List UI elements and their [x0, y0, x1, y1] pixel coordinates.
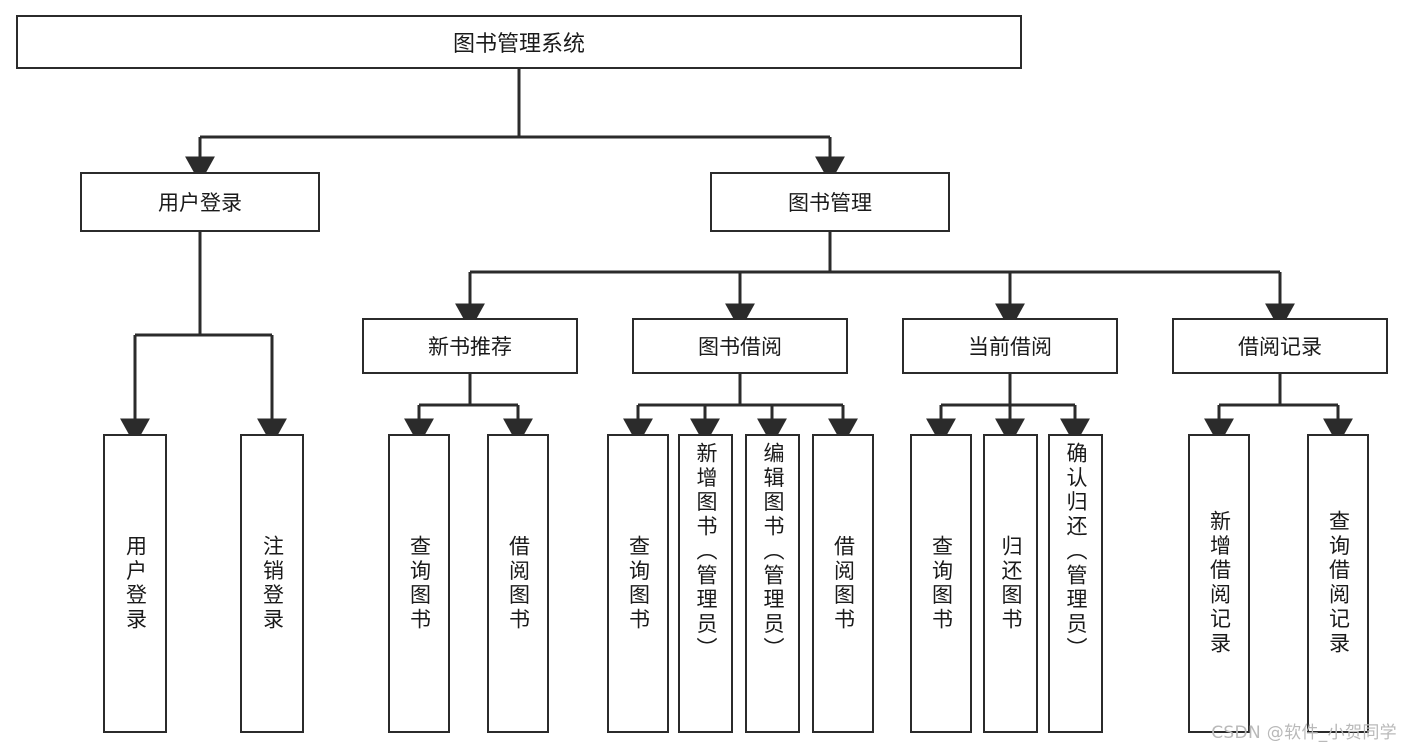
node-label: 新增借阅记录: [1207, 510, 1232, 657]
leaf-user-login[interactable]: 用户登录: [103, 434, 167, 733]
leaf-borrow-book-recommend[interactable]: 借阅图书: [487, 434, 549, 733]
node-label: 新增图书（管理员）: [694, 442, 718, 662]
node-label: 借阅图书: [831, 534, 856, 633]
node-label: 归还图书: [999, 534, 1023, 633]
node-label: 编辑图书（管理员）: [761, 442, 785, 662]
node-label: 查询借阅记录: [1326, 510, 1351, 657]
node-label: 图书管理系统: [452, 32, 585, 57]
node-label: 查询图书: [929, 534, 954, 633]
node-label: 查询图书: [407, 534, 432, 633]
node-label: 图书管理: [788, 191, 872, 215]
node-label: 借阅记录: [1238, 335, 1322, 359]
leaf-add-borrow-record[interactable]: 新增借阅记录: [1188, 434, 1250, 733]
node-label: 借阅图书: [506, 534, 531, 633]
node-book-borrow[interactable]: 图书借阅: [632, 318, 848, 374]
leaf-confirm-return-admin[interactable]: 确认归还（管理员）: [1048, 434, 1103, 733]
leaf-query-book-borrow[interactable]: 查询图书: [607, 434, 669, 733]
leaf-add-book-admin[interactable]: 新增图书（管理员）: [678, 434, 733, 733]
node-label: 查询图书: [626, 534, 651, 633]
edges-records-to-leaves: [1204, 374, 1353, 446]
node-label: 用户登录: [123, 534, 148, 633]
node-label: 图书借阅: [698, 335, 782, 359]
node-current-borrow[interactable]: 当前借阅: [902, 318, 1118, 374]
node-label: 注销登录: [260, 534, 285, 633]
edges-current-to-leaves: [926, 374, 1090, 446]
edges-borrow-to-leaves: [623, 374, 858, 446]
edges-userlogin-to-leaves: [120, 232, 287, 446]
node-user-login[interactable]: 用户登录: [80, 172, 320, 232]
node-label: 确认归还（管理员）: [1064, 442, 1088, 662]
edges-root-to-level2: [185, 69, 845, 184]
node-label: 当前借阅: [968, 335, 1052, 359]
leaf-borrow-book[interactable]: 借阅图书: [812, 434, 874, 733]
node-borrow-records[interactable]: 借阅记录: [1172, 318, 1388, 374]
leaf-edit-book-admin[interactable]: 编辑图书（管理员）: [745, 434, 800, 733]
leaf-return-book[interactable]: 归还图书: [983, 434, 1038, 733]
leaf-query-book-recommend[interactable]: 查询图书: [388, 434, 450, 733]
node-label: 用户登录: [158, 191, 242, 215]
leaf-query-borrow-record[interactable]: 查询借阅记录: [1307, 434, 1369, 733]
leaf-logout[interactable]: 注销登录: [240, 434, 304, 733]
node-root-system[interactable]: 图书管理系统: [16, 15, 1022, 69]
node-book-management[interactable]: 图书管理: [710, 172, 950, 232]
leaf-query-book-current[interactable]: 查询图书: [910, 434, 972, 733]
node-label: 新书推荐: [428, 335, 512, 359]
node-new-book-recommend[interactable]: 新书推荐: [362, 318, 578, 374]
edges-newbook-to-leaves: [404, 374, 533, 446]
edges-bookmgmt-to-level3: [455, 232, 1295, 331]
